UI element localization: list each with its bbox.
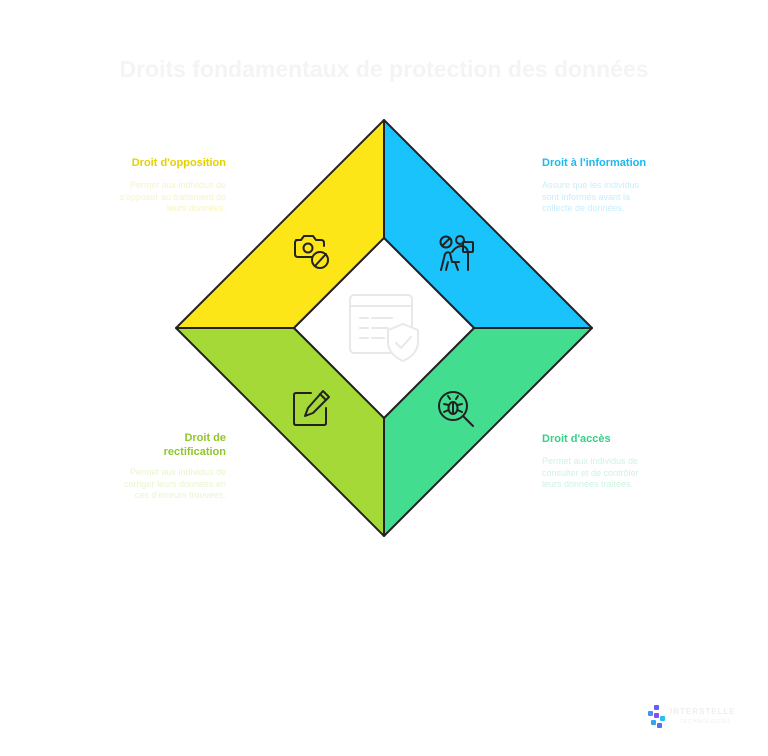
- opposition-description: Permet aux individus de s'opposer au tra…: [119, 180, 226, 213]
- logo-subtitle: TECHNOLOGIES: [680, 719, 732, 725]
- rectification-description: Permet aux individus de corriger leurs d…: [123, 467, 226, 500]
- information-description: Assure que les individus sont informés a…: [542, 180, 640, 213]
- information-label: Droit à l'information: [542, 157, 647, 169]
- logo-mark-icon: [648, 705, 665, 728]
- document-shield-icon: [349, 294, 419, 362]
- camera-prohibited-icon: [294, 235, 329, 269]
- page-title: Droits fondamentaux de protection des do…: [119, 56, 649, 82]
- acces-label: Droit d'accès: [542, 433, 611, 445]
- rectification-label: Droit de rectification: [163, 432, 226, 458]
- edit-pencil-icon: [293, 390, 330, 426]
- bug-search-icon: [438, 391, 474, 427]
- people-prohibited-icon: [439, 235, 474, 271]
- acces-description: Permet aux individus de consulter et de …: [542, 456, 639, 489]
- logo-name: INTERSTELLE: [670, 707, 736, 716]
- opposition-label: Droit d'opposition: [131, 157, 226, 169]
- brand-logo: INTERSTELLE TECHNOLOGIES: [646, 704, 750, 730]
